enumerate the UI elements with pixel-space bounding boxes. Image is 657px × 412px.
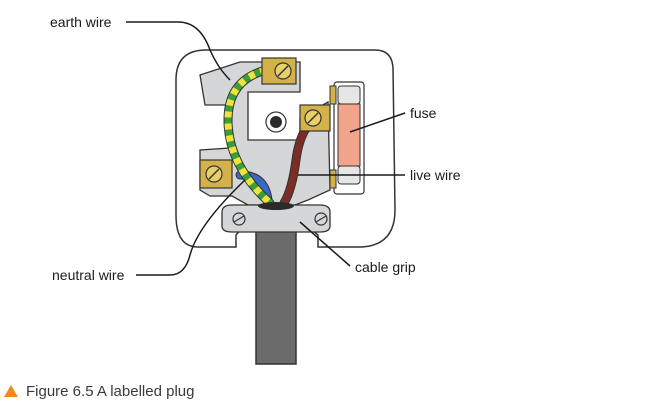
label-earth-wire: earth wire: [50, 14, 112, 30]
leader-earth: [126, 21, 231, 81]
cable-end: [258, 202, 294, 210]
triangle-marker-icon: [4, 385, 18, 397]
figure-caption: Figure 6.5 A labelled plug: [4, 380, 194, 402]
label-cable-grip: cable grip: [355, 259, 416, 275]
leader-grip: [299, 221, 351, 267]
leader-neutral: [136, 179, 246, 276]
label-neutral-wire: neutral wire: [52, 267, 125, 283]
caption-text: Figure 6.5 A labelled plug: [26, 382, 195, 400]
fuse-body: [337, 103, 361, 167]
label-fuse: fuse: [410, 105, 437, 121]
earth-pin-center: [270, 116, 282, 128]
label-live-wire: live wire: [410, 167, 461, 183]
earth-terminal: [261, 57, 297, 85]
leader-fuse: [349, 112, 406, 133]
live-terminal: [299, 104, 331, 132]
cable: [255, 211, 297, 365]
fuse-assembly: [329, 81, 365, 195]
neutral-terminal: [199, 159, 233, 189]
